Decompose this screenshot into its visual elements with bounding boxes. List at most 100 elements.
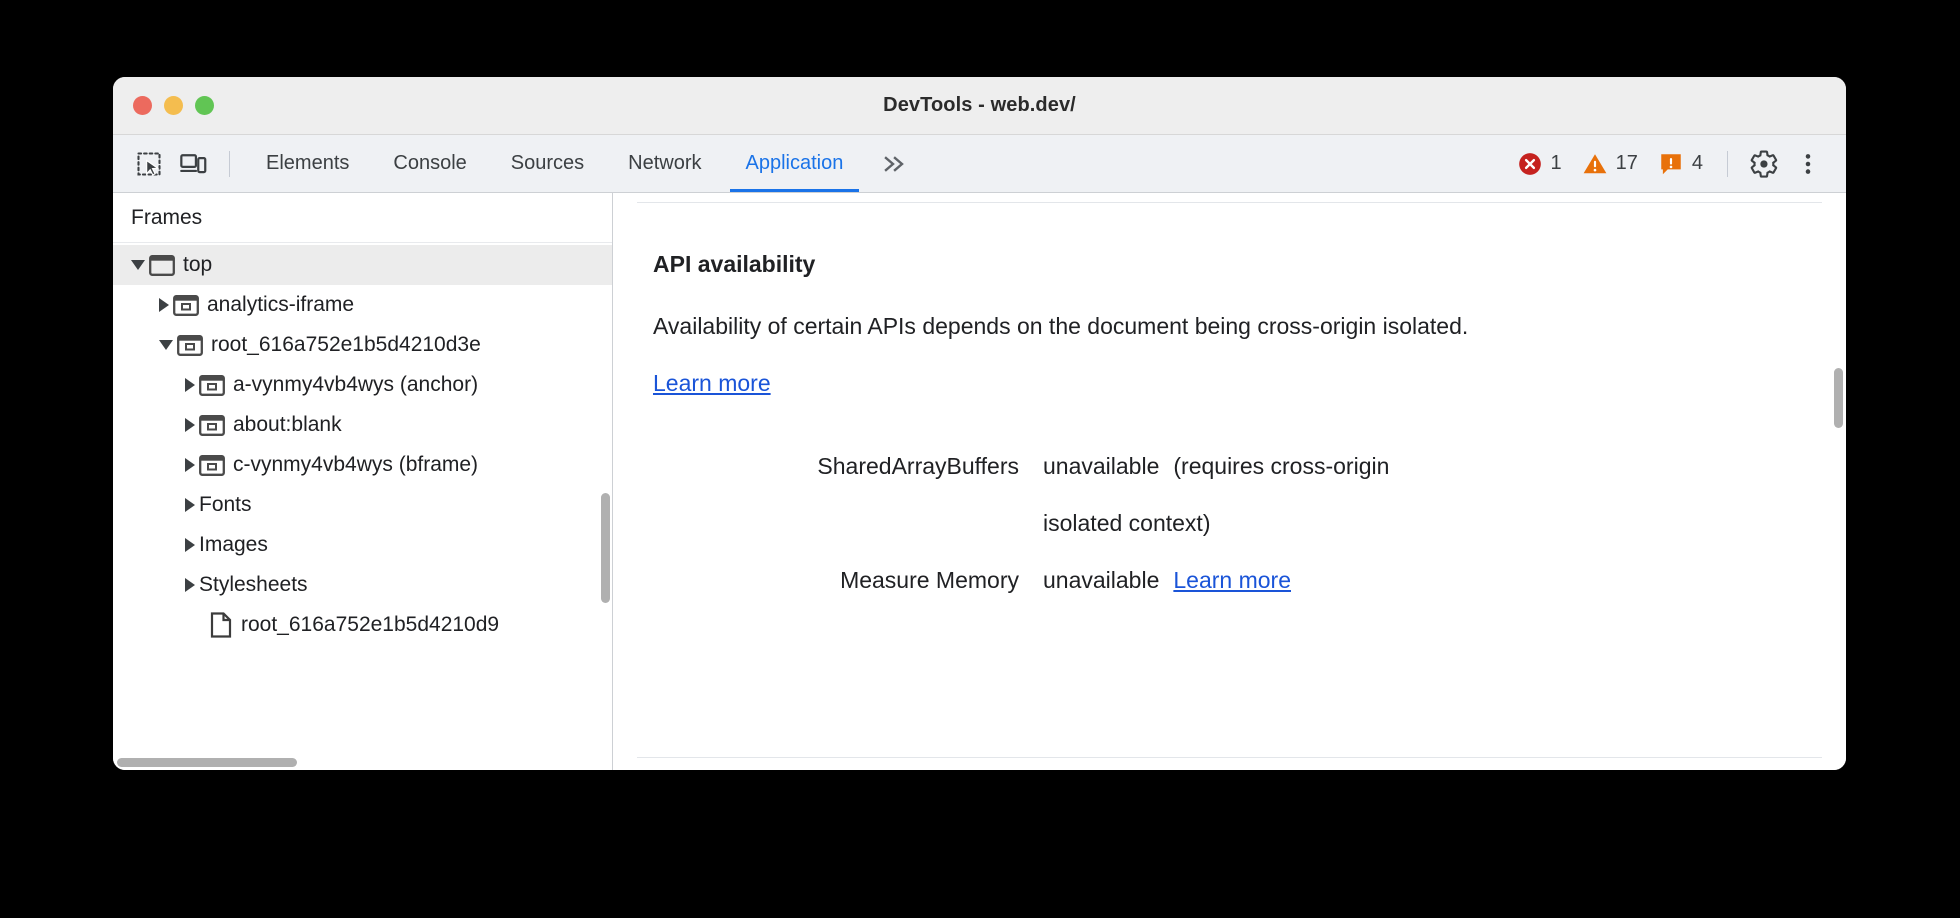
disclosure-triangle-closed-icon[interactable] [185, 378, 195, 392]
frame-details-content: API availability Availability of certain… [613, 193, 1846, 770]
device-toolbar-icon [180, 153, 207, 173]
toolbar-divider-right [1727, 150, 1728, 177]
disclosure-triangle-closed-icon[interactable] [185, 458, 195, 472]
panel-tabs: Elements Console Sources Network Applica… [244, 135, 865, 192]
warning-count: 17 [1615, 152, 1638, 174]
tree-item-root-frame[interactable]: root_616a752e1b5d4210d3e [113, 325, 612, 365]
gear-icon [1750, 149, 1778, 178]
content-top-divider [637, 202, 1822, 203]
devtools-body: Frames top analytics-iframe [113, 193, 1846, 770]
settings-button[interactable] [1742, 142, 1786, 186]
row-key: SharedArrayBuffers [817, 453, 1019, 479]
inspect-element-button[interactable] [127, 142, 171, 186]
disclosure-triangle-open-icon[interactable] [131, 260, 145, 270]
tree-item-images[interactable]: Images [113, 525, 612, 565]
issue-count: 4 [1691, 152, 1703, 174]
sidebar-horizontal-scrollbar[interactable] [117, 758, 297, 767]
iframe-icon [199, 374, 225, 396]
error-count: 1 [1550, 152, 1562, 174]
warning-triangle-icon [1583, 153, 1606, 173]
content-vertical-scrollbar[interactable] [1834, 368, 1843, 428]
window-title: DevTools - web.dev/ [883, 94, 1076, 116]
tree-item-top[interactable]: top [113, 245, 612, 285]
tree-item-bframe[interactable]: c-vynmy4vb4wys (bframe) [113, 445, 612, 485]
tab-application[interactable]: Application [724, 135, 866, 192]
row-note-continued: isolated context) [1043, 510, 1211, 536]
zoom-window-button[interactable] [195, 96, 214, 115]
tree-item-label: Fonts [199, 493, 252, 516]
devtools-window: DevTools - web.dev/ [113, 77, 1846, 770]
table-row: Measure Memory unavailable Learn more [653, 552, 1806, 609]
table-row-continuation: isolated context) [653, 495, 1806, 552]
table-row: SharedArrayBuffers unavailable (requires… [653, 438, 1806, 495]
disclosure-triangle-closed-icon[interactable] [185, 538, 195, 552]
tree-item-label: a-vynmy4vb4wys (anchor) [233, 373, 479, 396]
warning-count-badge[interactable]: 17 [1572, 151, 1648, 177]
section-title-api-availability: API availability [653, 251, 816, 277]
sidebar-section-title: Frames [113, 193, 612, 243]
toggle-device-toolbar-button[interactable] [171, 142, 215, 186]
api-availability-table: SharedArrayBuffers unavailable (requires… [653, 438, 1806, 609]
toolbar-right-group: 1 17 4 [1507, 135, 1847, 192]
sidebar-vertical-scrollbar[interactable] [601, 493, 610, 603]
tree-item-label: Images [199, 533, 268, 556]
row-key-spacer [653, 495, 1043, 552]
row-note: (requires cross-origin [1173, 453, 1390, 479]
traffic-lights [133, 96, 214, 115]
tree-item-label: top [183, 253, 213, 276]
tree-item-fonts[interactable]: Fonts [113, 485, 612, 525]
iframe-icon [199, 454, 225, 476]
row-value: unavailable [1043, 567, 1160, 593]
disclosure-triangle-open-icon[interactable] [159, 340, 173, 350]
tree-item-label: analytics-iframe [207, 293, 355, 316]
issue-bubble-icon [1661, 153, 1681, 174]
toolbar-divider-left [229, 150, 230, 177]
disclosure-triangle-closed-icon[interactable] [185, 578, 195, 592]
tab-console[interactable]: Console [393, 152, 467, 174]
tree-item-label: root_616a752e1b5d4210d9 [241, 613, 500, 636]
row-key: Measure Memory [840, 567, 1019, 593]
chevron-double-right-icon [884, 155, 905, 172]
frame-icon [149, 254, 175, 276]
tree-item-about-blank[interactable]: about:blank [113, 405, 612, 445]
iframe-icon [173, 294, 199, 316]
tree-item-document[interactable]: root_616a752e1b5d4210d9 [113, 605, 612, 645]
tree-item-analytics-iframe[interactable]: analytics-iframe [113, 285, 612, 325]
close-window-button[interactable] [133, 96, 152, 115]
disclosure-triangle-closed-icon[interactable] [185, 498, 195, 512]
application-sidebar: Frames top analytics-iframe [113, 193, 613, 770]
frames-tree: top analytics-iframe root_616a752e1b5d42… [113, 243, 612, 645]
tree-item-label: about:blank [233, 413, 342, 436]
tab-sources[interactable]: Sources [510, 152, 585, 174]
tree-item-label: root_616a752e1b5d4210d3e [211, 333, 481, 356]
inspect-element-icon [137, 151, 161, 176]
tree-item-label: Stylesheets [199, 573, 308, 596]
learn-more-link[interactable]: Learn more [653, 370, 771, 396]
measure-memory-learn-more-link[interactable]: Learn more [1173, 567, 1291, 593]
issue-count-badge[interactable]: 4 [1648, 151, 1713, 177]
toolbar-left-group [113, 135, 244, 192]
devtools-toolbar: Elements Console Sources Network Applica… [113, 135, 1846, 193]
tab-elements[interactable]: Elements [266, 152, 350, 174]
minimize-window-button[interactable] [164, 96, 183, 115]
more-tabs-button[interactable] [865, 135, 923, 192]
content-bottom-divider [637, 757, 1822, 758]
more-options-button[interactable] [1786, 142, 1830, 186]
window-titlebar: DevTools - web.dev/ [113, 77, 1846, 135]
tree-item-anchor-frame[interactable]: a-vynmy4vb4wys (anchor) [113, 365, 612, 405]
tree-item-stylesheets[interactable]: Stylesheets [113, 565, 612, 605]
description-text: Availability of certain APIs depends on … [653, 313, 1469, 339]
row-link: Learn more [1159, 552, 1291, 609]
disclosure-triangle-closed-icon[interactable] [159, 298, 169, 312]
error-circle-icon [1518, 152, 1541, 175]
tab-network[interactable]: Network [628, 152, 702, 174]
document-icon [209, 612, 233, 638]
kebab-menu-icon [1805, 153, 1811, 174]
iframe-icon [199, 414, 225, 436]
row-value: unavailable [1043, 453, 1160, 479]
iframe-icon [177, 334, 203, 356]
api-availability-description: Availability of certain APIs depends on … [653, 298, 1493, 412]
disclosure-triangle-closed-icon[interactable] [185, 418, 195, 432]
error-count-badge[interactable]: 1 [1507, 151, 1572, 177]
tree-item-label: c-vynmy4vb4wys (bframe) [233, 453, 479, 476]
